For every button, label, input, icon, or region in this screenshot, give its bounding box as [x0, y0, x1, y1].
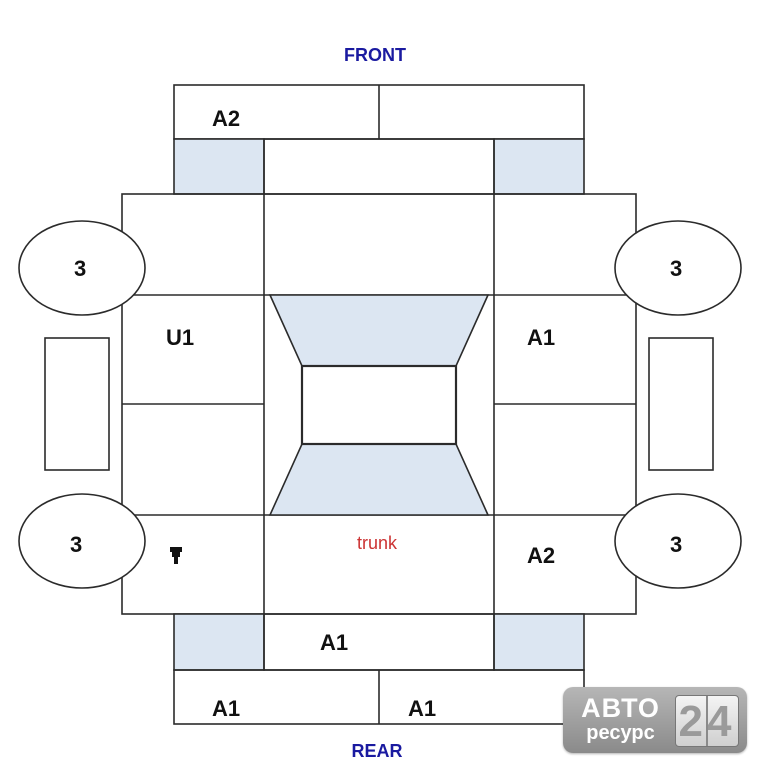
right-mirror [648, 337, 714, 471]
rear-label: REAR [351, 741, 402, 761]
roof [300, 364, 458, 446]
watermark-text-line1: АВТО [581, 693, 660, 723]
rear-center-panel [263, 613, 495, 671]
label-rear-center: A1 [320, 630, 348, 655]
watermark-number: 24 [678, 697, 736, 746]
wheel-front-right [614, 220, 742, 316]
wheel-front-left [18, 220, 146, 316]
label-wheel-front-right: 3 [670, 256, 682, 281]
wheel-rear-right [614, 493, 742, 589]
label-bumper-left: A1 [212, 696, 240, 721]
trunk-label: trunk [357, 533, 398, 553]
label-bumper-right: A1 [408, 696, 436, 721]
rear-left-fender [173, 613, 265, 671]
windshield [268, 294, 490, 367]
front-right-fender [493, 138, 585, 195]
watermark-badge: АВТО ресурс 24 [563, 687, 747, 753]
front-left-fender [173, 138, 265, 195]
left-mirror [44, 337, 110, 471]
rear-right-fender [493, 613, 585, 671]
front-label: FRONT [344, 45, 406, 65]
watermark-text-line2: ресурс [586, 722, 655, 744]
label-front-left: A2 [212, 106, 240, 131]
watermark-number-box: 24 [675, 695, 739, 747]
label-wheel-front-left: 3 [74, 256, 86, 281]
rear-window [268, 443, 490, 516]
label-wheel-rear-right: 3 [670, 532, 682, 557]
label-right-rear: A2 [527, 543, 555, 568]
label-left-mid: U1 [166, 325, 194, 350]
label-wheel-rear-left: 3 [70, 532, 82, 557]
wheel-rear-left [18, 493, 146, 589]
stamp-icon [170, 547, 182, 564]
hood-front [263, 138, 495, 195]
label-right-mid: A1 [527, 325, 555, 350]
